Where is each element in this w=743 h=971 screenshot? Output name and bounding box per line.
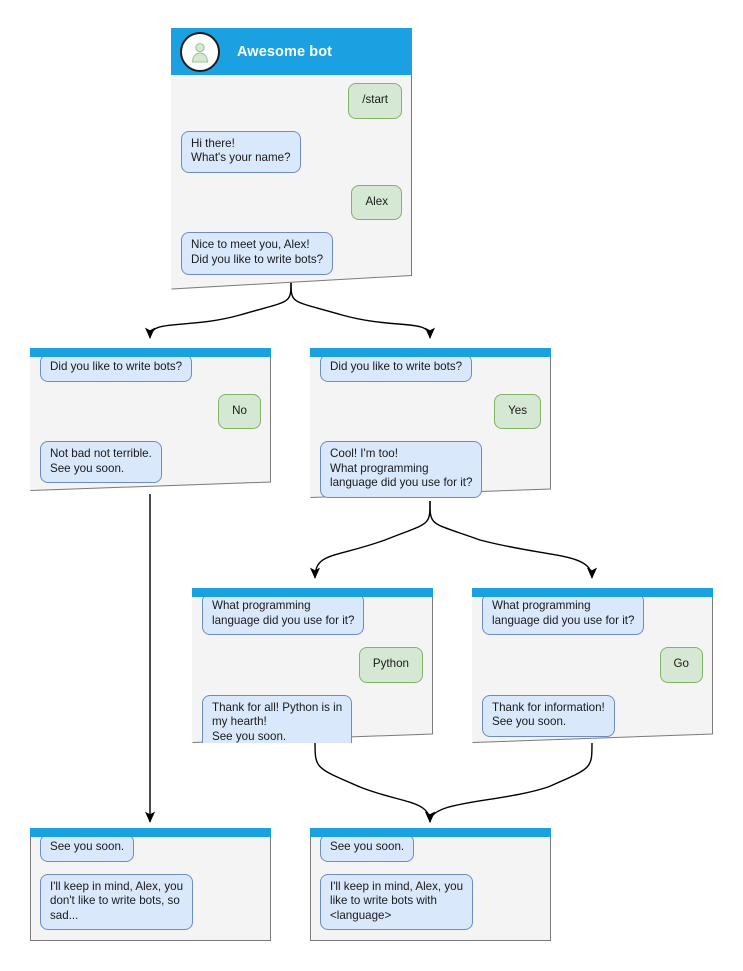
chat-message-user: Python — [358, 647, 423, 683]
chat-message-bot: I'll keep in mind, Alex, you like to wri… — [320, 873, 474, 931]
edge-yes-to-go — [429, 500, 598, 579]
chat-message-bot: Cool! I'm too! What programming language… — [320, 441, 483, 498]
chat-node-end-yes[interactable]: See you soon. I'll keep in mind, Alex, y… — [310, 828, 551, 941]
chat-message-bot: Did you like to write bots? — [320, 354, 473, 382]
chat-node-clip: See you soon. I'll keep in mind, Alex, y… — [310, 828, 551, 941]
chat-message-user: No — [218, 393, 261, 430]
chat-message-list: /start Hi there! What's your name? Alex … — [171, 83, 412, 287]
chat-message-bot: Hi there! What's your name? — [181, 130, 301, 173]
bot-header-bar — [30, 828, 271, 837]
chat-node-clip: Awesome bot /start Hi there! What's your… — [171, 28, 412, 290]
chat-node-clip: What programming language did you use fo… — [192, 588, 433, 743]
chat-node-clip: See you soon. I'll keep in mind, Alex, y… — [30, 828, 271, 941]
edge-go-to-end-yes — [424, 742, 593, 823]
chat-node-yes-branch[interactable]: Did you like to write bots? Yes Cool! I'… — [310, 348, 551, 498]
chat-message-user: Alex — [351, 184, 402, 221]
chat-node-go-branch[interactable]: What programming language did you use fo… — [472, 588, 713, 743]
chat-message-bot: What programming language did you use fo… — [482, 593, 645, 636]
chat-message-bot: See you soon. — [40, 834, 135, 862]
chat-message-bot: Thank for all! Python is in my hearth! S… — [202, 694, 353, 743]
chat-node-end-no[interactable]: See you soon. I'll keep in mind, Alex, y… — [30, 828, 271, 941]
bot-header-bar — [192, 588, 433, 597]
chat-message-user: Yes — [494, 393, 541, 430]
chat-message-bot: Not bad not terrible. See you soon. — [40, 441, 162, 484]
chat-node-clip: Did you like to write bots? Yes Cool! I'… — [310, 348, 551, 498]
edge-yes-to-python — [309, 500, 431, 579]
chat-node-python-branch[interactable]: What programming language did you use fo… — [192, 588, 433, 743]
chat-message-user: Go — [659, 647, 703, 683]
chat-node-clip: Did you like to write bots? No Not bad n… — [30, 348, 271, 491]
chat-message-user: /start — [348, 83, 402, 119]
chat-message-bot: I'll keep in mind, Alex, you don't like … — [40, 873, 194, 931]
chat-message-bot: See you soon. — [320, 834, 415, 862]
bot-name-label: Awesome bot — [237, 43, 333, 60]
edge-python-to-end-yes — [314, 742, 436, 823]
chat-message-bot: What programming language did you use fo… — [202, 593, 365, 636]
chat-node-no-branch[interactable]: Did you like to write bots? No Not bad n… — [30, 348, 271, 491]
chat-message-list: See you soon. I'll keep in mind, Alex, y… — [30, 834, 271, 941]
chat-message-list: Did you like to write bots? No Not bad n… — [30, 354, 271, 491]
chat-message-bot: Nice to meet you, Alex! Did you like to … — [181, 232, 334, 275]
person-avatar-icon — [180, 31, 220, 72]
bot-header-bar — [30, 348, 271, 357]
chat-message-bot: Thank for information! See you soon. — [482, 694, 615, 737]
chat-message-list: Did you like to write bots? Yes Cool! I'… — [310, 354, 551, 498]
bot-header-bar — [310, 348, 551, 357]
chat-node-root[interactable]: Awesome bot /start Hi there! What's your… — [171, 28, 412, 290]
chat-message-bot: Did you like to write bots? — [40, 354, 193, 382]
chat-message-list: What programming language did you use fo… — [192, 593, 433, 743]
bot-header-bar — [472, 588, 713, 597]
chat-message-list: See you soon. I'll keep in mind, Alex, y… — [310, 834, 551, 941]
chat-node-clip: What programming language did you use fo… — [472, 588, 713, 743]
bot-header-bar: Awesome bot — [171, 28, 412, 75]
bot-header-bar — [310, 828, 551, 837]
chat-message-list: What programming language did you use fo… — [472, 593, 713, 743]
